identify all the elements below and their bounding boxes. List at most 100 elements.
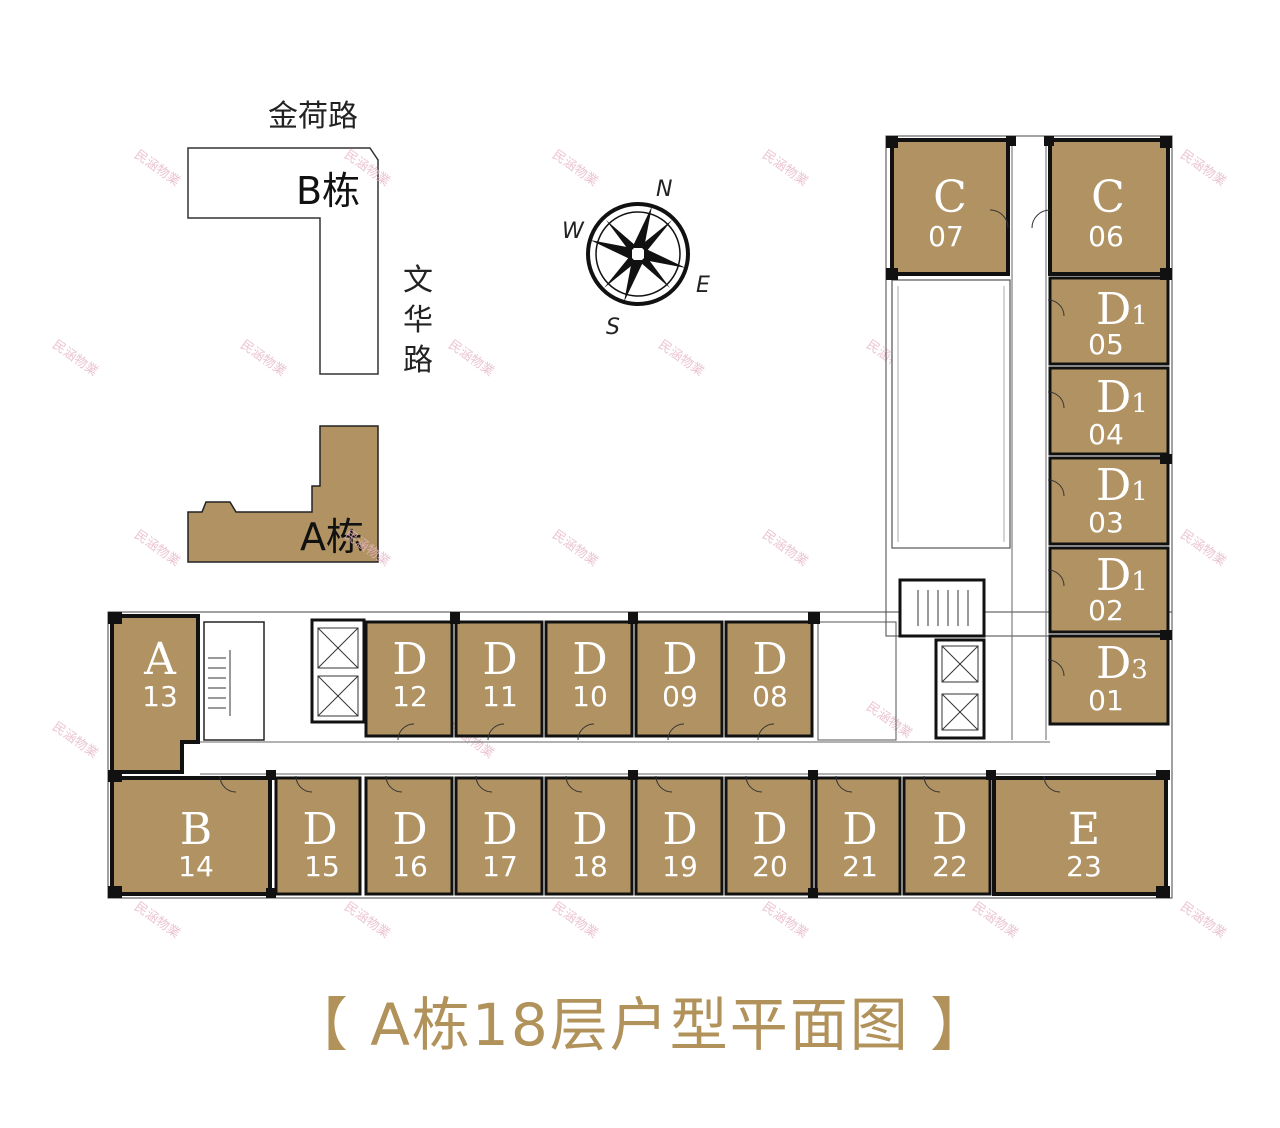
unit-D-20[interactable]: D 20 (724, 776, 814, 896)
watermark: 民涵物業 (759, 147, 811, 190)
unit-number: 17 (482, 850, 518, 883)
unit-type-sub: 1 (1131, 567, 1148, 597)
unit-number: 18 (572, 850, 608, 883)
unit-D-16[interactable]: D 16 (364, 776, 454, 896)
road-label-east-2: 华 (403, 303, 433, 338)
building-a-label: A栋 (300, 515, 364, 559)
unit-number: 16 (392, 850, 428, 883)
watermark: 民涵物業 (1177, 147, 1229, 190)
compass-e-label: E (696, 273, 710, 298)
watermark: 民涵物業 (1177, 527, 1229, 570)
unit-number: 10 (572, 680, 608, 713)
unit-type: E (1068, 804, 1100, 855)
unit-number: 23 (1066, 850, 1102, 883)
unit-number: 02 (1088, 594, 1124, 627)
unit-type: A (143, 634, 177, 685)
unit-D-10[interactable]: D 10 (544, 620, 634, 738)
unit-number: 07 (928, 220, 964, 253)
unit-type-sub: 1 (1131, 301, 1148, 331)
unit-type: D (842, 804, 877, 855)
unit-type: D (392, 804, 427, 855)
unit-type: D1 (1096, 372, 1148, 423)
unit-D3-01[interactable]: D3 01 (1048, 634, 1170, 726)
watermark: 民涵物業 (655, 337, 707, 380)
compass-rose-icon (586, 202, 690, 306)
door-swings (219, 209, 1065, 793)
unit-type: D1 (1096, 460, 1148, 511)
structural-columns (108, 136, 1172, 898)
unit-A-13[interactable]: A 13 (110, 614, 200, 774)
watermark: 民涵物業 (549, 527, 601, 570)
unit-type: D1 (1096, 550, 1148, 601)
site-outline-a (187, 425, 379, 563)
road-label-east-3: 路 (403, 343, 433, 378)
unit-D-17[interactable]: D 17 (454, 776, 544, 896)
unit-D-09[interactable]: D 09 (634, 620, 724, 738)
unit-type-letter: D (1096, 284, 1131, 335)
compass-s-label: S (606, 315, 620, 340)
unit-type-letter: D (1096, 638, 1131, 689)
watermark: 民涵物業 (445, 337, 497, 380)
unit-number: 13 (142, 680, 178, 713)
unit-number: 09 (662, 680, 698, 713)
unit-type-sub: 1 (1131, 477, 1148, 507)
unit-type: D (662, 634, 697, 685)
unit-number: 12 (392, 680, 428, 713)
road-label-east-1: 文 (403, 263, 433, 298)
unit-D-21[interactable]: D 21 (814, 776, 902, 896)
road-label-north: 金荷路 (268, 99, 358, 134)
unit-D-12[interactable]: D 12 (364, 620, 454, 738)
unit-D1-02[interactable]: D1 02 (1048, 546, 1170, 634)
unit-number: 01 (1088, 684, 1124, 717)
unit-type: B (180, 804, 212, 855)
unit-D1-05[interactable]: D1 05 (1048, 276, 1170, 366)
unit-D1-04[interactable]: D1 04 (1048, 366, 1170, 456)
unit-type: C (1091, 172, 1125, 223)
watermark: 民涵物業 (549, 899, 601, 942)
unit-D-11[interactable]: D 11 (454, 620, 544, 738)
unit-type-letter: D (1096, 550, 1131, 601)
unit-type: D (932, 804, 967, 855)
watermark: 民涵物業 (759, 899, 811, 942)
unit-number: 03 (1088, 506, 1124, 539)
watermark: 民涵物業 (969, 899, 1021, 942)
compass-n-label: N (656, 177, 672, 202)
compass-w-label: W (562, 219, 585, 244)
unit-type: D (662, 804, 697, 855)
unit-E-23[interactable]: E 23 (992, 776, 1168, 896)
unit-C-06[interactable]: C 06 (1048, 138, 1170, 276)
unit-number: 14 (178, 850, 214, 883)
unit-type: D (752, 634, 787, 685)
unit-D-22[interactable]: D 22 (902, 776, 992, 896)
unit-type: D (752, 804, 787, 855)
unit-D-19[interactable]: D 19 (634, 776, 724, 896)
unit-type: D (302, 804, 337, 855)
unit-type-letter: D (1096, 372, 1131, 423)
unit-number: 11 (482, 680, 518, 713)
unit-D-08[interactable]: D 08 (724, 620, 814, 738)
watermark: 民涵物業 (49, 337, 101, 380)
unit-type: C (933, 172, 967, 223)
unit-type-letter: D (1096, 460, 1131, 511)
unit-type: D (572, 804, 607, 855)
unit-type: D (572, 634, 607, 685)
unit-C-07[interactable]: C 07 (890, 138, 1010, 276)
unit-type-sub: 1 (1131, 389, 1148, 419)
unit-number: 22 (932, 850, 968, 883)
site-outline-b (187, 147, 379, 375)
unit-D-15[interactable]: D 15 (274, 776, 362, 896)
unit-D-18[interactable]: D 18 (544, 776, 634, 896)
unit-B-14[interactable]: B 14 (110, 776, 272, 896)
watermark: 民涵物業 (549, 147, 601, 190)
unit-type-sub: 3 (1131, 655, 1148, 685)
unit-type: D (482, 634, 517, 685)
unit-type: D (482, 804, 517, 855)
watermark: 民涵物業 (131, 527, 183, 570)
unit-D1-03[interactable]: D1 03 (1048, 456, 1170, 546)
watermark: 民涵物業 (131, 147, 183, 190)
building-b-label: B栋 (296, 169, 360, 213)
watermark: 民涵物業 (863, 699, 915, 742)
unit-number: 19 (662, 850, 698, 883)
unit-number: 04 (1088, 418, 1124, 451)
